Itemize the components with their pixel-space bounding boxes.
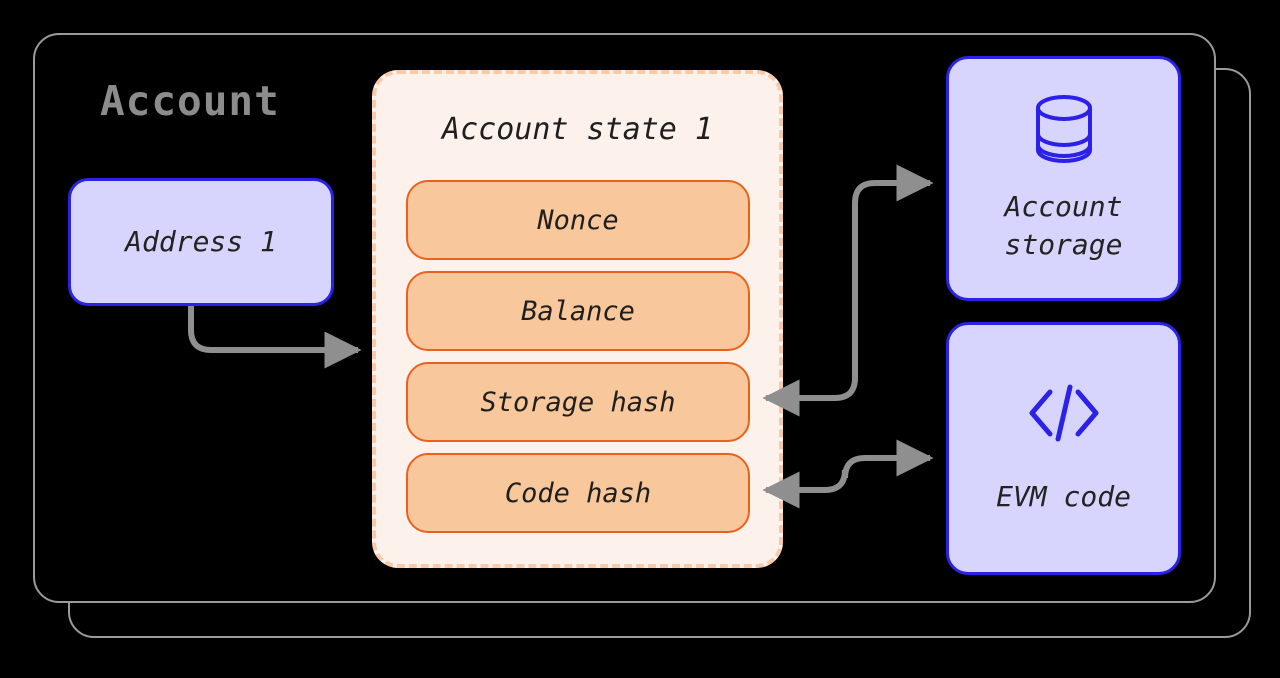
field-row-code-hash[interactable]: Code hash [406, 453, 750, 533]
field-label: Balance [521, 295, 635, 327]
account-storage-box[interactable]: Account storage [946, 56, 1181, 301]
account-state-container: Account state 1 Nonce Balance Storage ha… [372, 70, 783, 568]
account-state-title: Account state 1 [442, 112, 713, 147]
field-row-nonce[interactable]: Nonce [406, 180, 750, 260]
field-label: Code hash [504, 477, 652, 509]
address-label: Address 1 [125, 225, 277, 259]
address-box[interactable]: Address 1 [68, 178, 334, 306]
field-label: Storage hash [480, 386, 676, 418]
evm-code-label: EVM code [996, 479, 1131, 513]
field-row-storage-hash[interactable]: Storage hash [406, 362, 750, 442]
page-title: Account [100, 77, 280, 125]
account-storage-label-line-1: Account [1004, 189, 1123, 223]
field-label: Nonce [537, 204, 619, 236]
database-icon [1032, 94, 1096, 168]
evm-code-box[interactable]: EVM code [946, 322, 1181, 575]
evm-code-label-wrap: EVM code [996, 478, 1131, 516]
code-brackets-icon [1024, 382, 1104, 444]
account-state-field-list: Nonce Balance Storage hash Code hash [406, 180, 750, 533]
field-row-balance[interactable]: Balance [406, 271, 750, 351]
account-storage-label-line-2: storage [1004, 227, 1123, 261]
account-storage-label: Account storage [1004, 188, 1122, 264]
